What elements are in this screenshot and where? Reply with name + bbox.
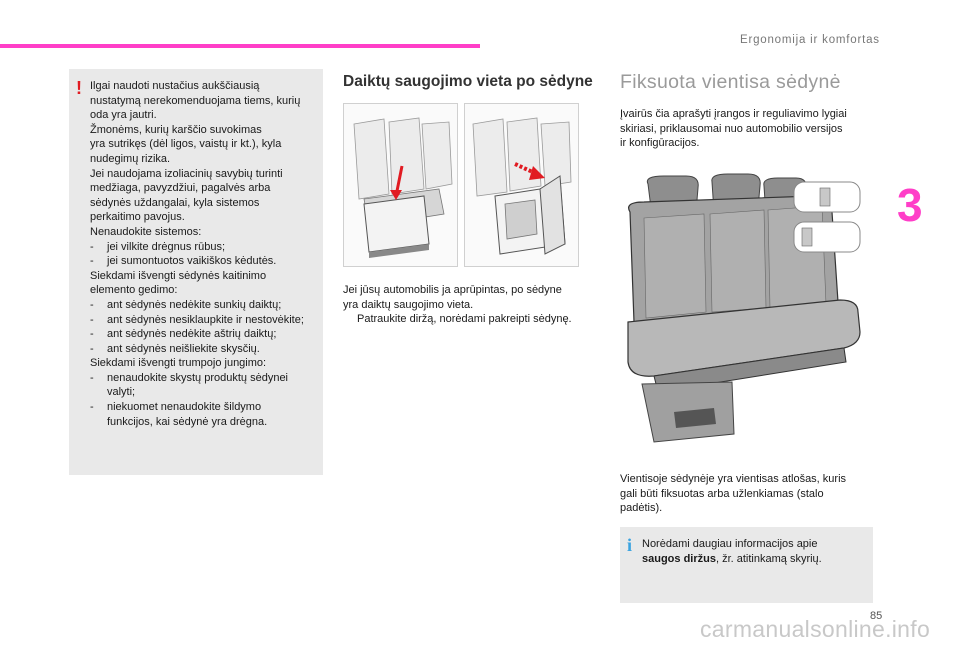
exclamation-icon: !	[76, 78, 82, 98]
header-accent-bar	[0, 44, 480, 48]
list-item: -jei sumontuotos vaikiškos kėdutės.	[90, 255, 277, 268]
storage-text: Jei jūsų automobilis ja aprūpintas, po s…	[343, 283, 593, 327]
list-item: -nenaudokite skystų produktų sėdynei	[90, 371, 289, 384]
warning-line: Žmonėms, kurių karščio suvokimas	[90, 123, 262, 136]
warning-line: Siekdami išvengti sėdynės kaitinimo	[90, 269, 267, 282]
warning-line: nudegimų rizika.	[90, 152, 171, 165]
storage-panel-closed	[343, 103, 458, 267]
warning-line: medžiaga, pavyzdžiui, pagalvės arba	[90, 182, 271, 195]
storage-section-title: Daiktų saugojimo vieta po sėdyne	[343, 73, 593, 90]
bench-desc-line: gali būti fiksuotas arba užlenkiamas (st…	[620, 487, 824, 500]
list-item: -ant sėdynės neišliekite skysčių.	[90, 342, 260, 355]
warning-line: yra sutrikęs (dėl ligos, vaistų ir kt.),…	[90, 138, 282, 151]
info-link-text: saugos diržus	[642, 552, 716, 565]
warning-line: sėdynės uždangalai, kyla sistemos	[90, 196, 260, 209]
info-text: Norėdami daugiau informacijos apie saugo…	[642, 537, 870, 566]
bench-section-title: Fiksuota vientisa sėdynė	[620, 71, 841, 93]
warning-line: oda yra jautri.	[90, 109, 157, 122]
warning-line: perkaitimo pavojus.	[90, 211, 185, 224]
warning-line: Nenaudokite sistemos:	[90, 225, 202, 238]
chapter-number: 3	[897, 179, 923, 231]
storage-line: Jei jūsų automobilis ja aprūpintas, po s…	[343, 284, 562, 296]
seat-closed-drawing	[353, 117, 453, 258]
warning-text: Ilgai naudoti nustačius aukščiausią nust…	[90, 79, 322, 429]
bench-intro-line: skiriasi, priklausomai nuo automobilio v…	[620, 122, 843, 135]
warning-line: Siekdami išvengti trumpojo jungimo:	[90, 357, 267, 370]
bench-seat-illustration	[614, 172, 874, 452]
list-item-continuation: valyti;	[107, 386, 136, 399]
info-icon: i	[627, 535, 633, 555]
list-item: -ant sėdynės nedėkite aštrių daiktų;	[90, 328, 277, 341]
chapter-title: Ergonomija ir komfortas	[740, 34, 880, 46]
list-item: -ant sėdynės nedėkite sunkių daiktų;	[90, 298, 282, 311]
watermark: carmanualsonline.info	[700, 616, 931, 642]
seat-open-drawing	[472, 117, 572, 255]
warning-box	[69, 69, 323, 475]
info-box	[620, 527, 873, 603]
list-item: -jei vilkite drėgnus rūbus;	[90, 240, 226, 253]
bench-intro: Įvairūs čia aprašyti įrangos ir reguliav…	[620, 107, 880, 151]
list-item-continuation: funkcijos, kai sėdynė yra drėgna.	[107, 415, 268, 428]
info-line: Norėdami daugiau informacijos apie	[642, 538, 818, 550]
storage-panel-open	[464, 103, 579, 267]
warning-line: elemento gedimo:	[90, 284, 178, 297]
storage-step: Patraukite diržą, norėdami pakreipti sėd…	[357, 313, 572, 326]
page-number: 85	[870, 610, 883, 622]
list-item: -ant sėdynės nesiklaupkite ir nestovėkit…	[90, 313, 304, 326]
bench-description: Vientisoje sėdynėje yra vientisas atloša…	[620, 472, 880, 516]
warning-line: Ilgai naudoti nustačius aukščiausią	[90, 80, 260, 92]
bench-intro-line: Įvairūs čia aprašyti įrangos ir reguliav…	[620, 108, 847, 120]
bench-desc-line: Vientisoje sėdynėje yra vientisas atloša…	[620, 473, 847, 485]
bench-intro-line: ir konfigūracijos.	[620, 137, 700, 150]
warning-line: nustatymą nerekomenduojama tiems, kurių	[90, 94, 301, 107]
storage-line: yra daiktų saugojimo vieta.	[343, 298, 474, 311]
bench-desc-line: padėtis).	[620, 502, 663, 515]
info-line: saugos diržus, žr. atitinkamą skyrių.	[642, 552, 822, 565]
warning-line: Jei naudojama izoliacinių savybių turint…	[90, 167, 283, 180]
bench-seat-drawing	[627, 173, 861, 443]
list-item: -niekuomet nenaudokite šildymo	[90, 401, 262, 414]
storage-illustration	[343, 103, 579, 267]
